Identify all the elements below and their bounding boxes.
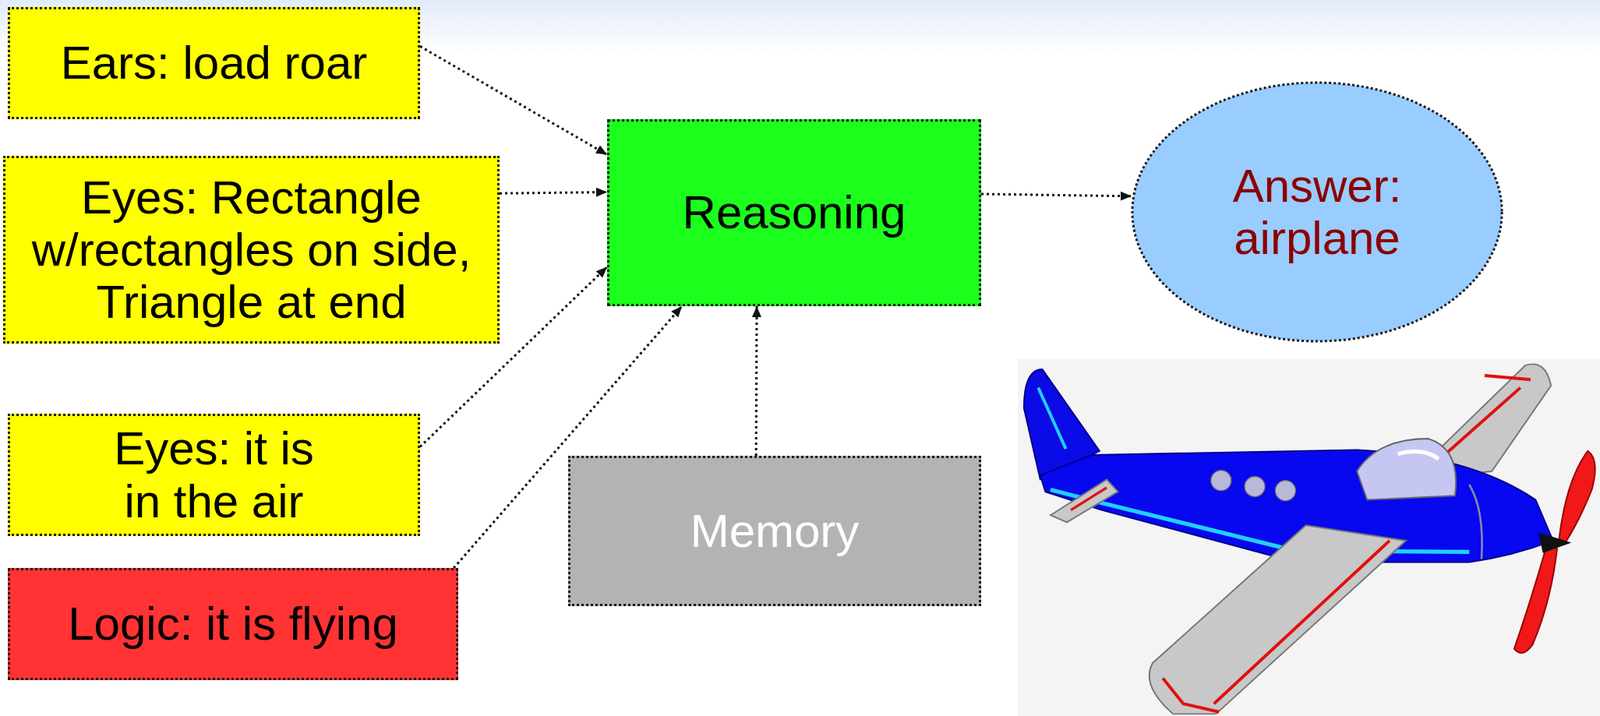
window [1211, 470, 1232, 491]
dotted-arrow [499, 192, 608, 195]
airplane-illustration [1017, 359, 1600, 716]
cowling-line [1469, 484, 1482, 560]
stabilizer-stripe [1070, 487, 1107, 511]
dotted-arrow [755, 306, 759, 456]
front-wing [1149, 525, 1406, 714]
sense-box: Ears: load roar [7, 7, 421, 120]
node-label: Reasoning [682, 186, 907, 239]
sense-box: Eyes: it is in the air [7, 413, 421, 536]
window [1275, 480, 1296, 502]
ellipse-shape [1132, 82, 1502, 342]
illustration-ground [1017, 359, 1600, 716]
memory-box: Memory [568, 455, 982, 607]
answer-ellipse: Answer: airplane [1130, 81, 1505, 343]
cockpit-shine [1398, 451, 1439, 460]
node-label: Logic: it is flying [67, 597, 399, 650]
fin-highlight [1038, 388, 1066, 450]
logic-box: Logic: it is flying [7, 568, 459, 681]
propeller-blade [1559, 451, 1596, 544]
wing-stripe [1162, 540, 1390, 713]
sense-box: Eyes: Rectangle w/rectangles on side, Tr… [3, 155, 500, 344]
node-label: Memory [690, 505, 860, 558]
node-label: Ears: load roar [60, 36, 368, 89]
dotted-arrow [981, 194, 1132, 197]
propeller-blade [1514, 544, 1558, 654]
node-label: Eyes: it is in the air [105, 422, 324, 527]
dotted-arrow [420, 45, 608, 155]
cockpit [1356, 438, 1456, 501]
propeller-hub [1538, 532, 1572, 553]
fuselage-highlight [1050, 489, 1470, 552]
window [1244, 476, 1265, 497]
node-label: Answer: airplane [1215, 159, 1419, 265]
tail-stabilizer [1050, 479, 1118, 523]
process-box: Reasoning [607, 119, 982, 307]
node-label: Eyes: Rectangle w/rectangles on side, Tr… [11, 171, 491, 329]
